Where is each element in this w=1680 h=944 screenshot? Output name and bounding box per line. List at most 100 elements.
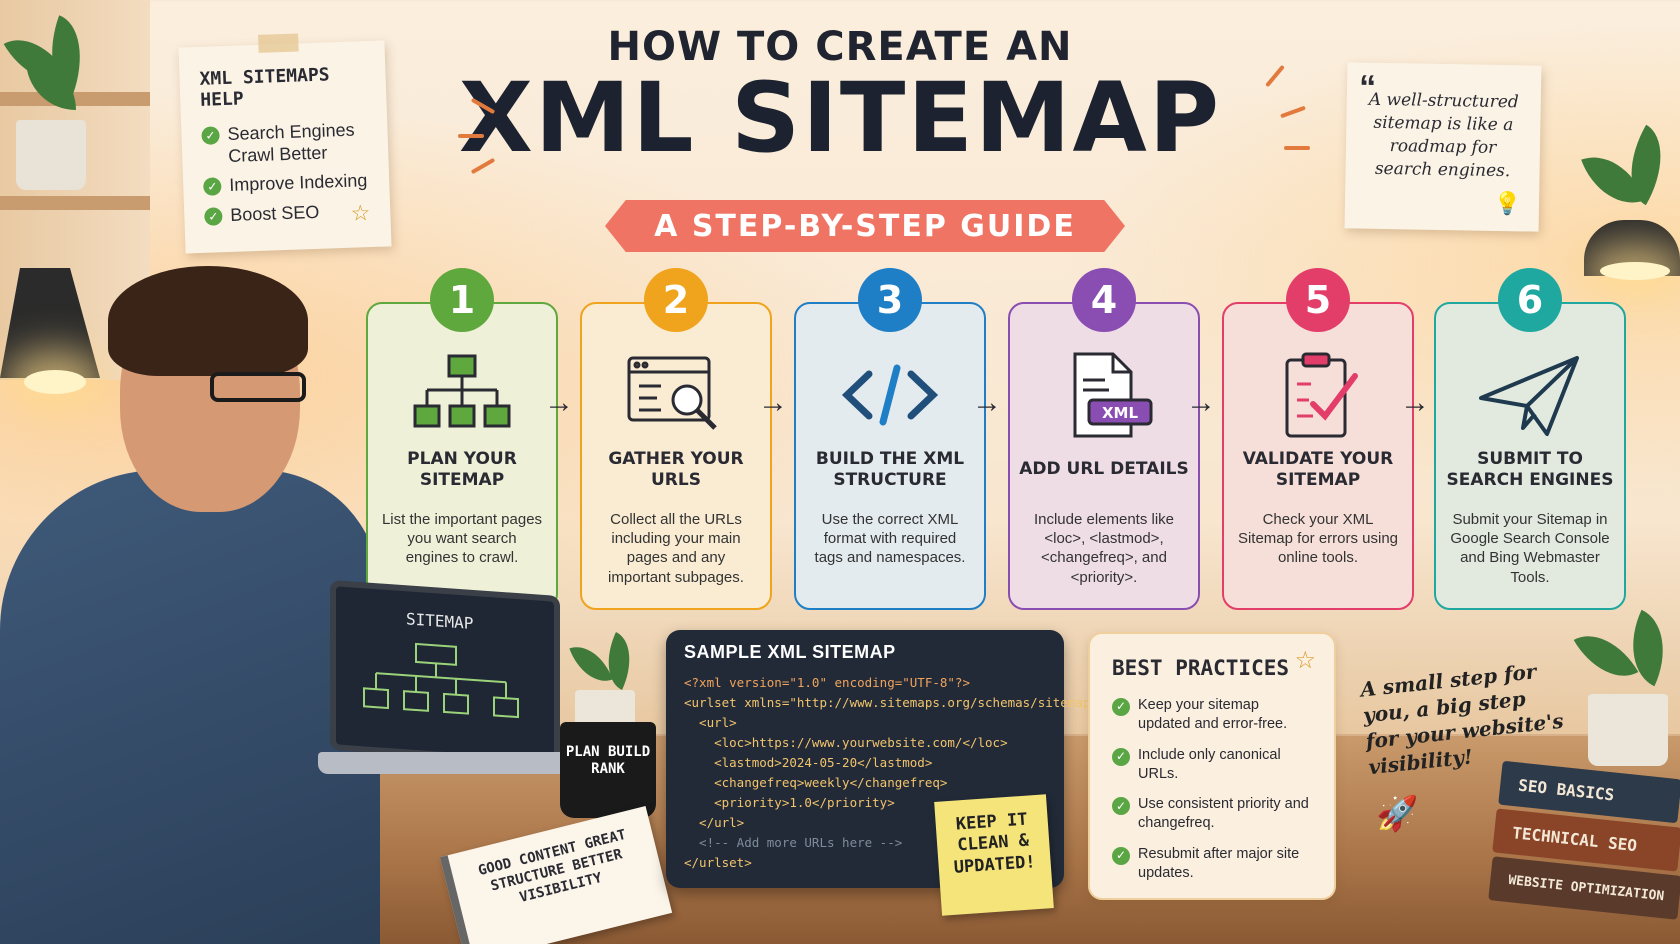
code-line: </urlset> bbox=[684, 855, 752, 870]
benefit-item: ✓ Boost SEO ☆ bbox=[204, 200, 371, 232]
svg-text:XML: XML bbox=[1102, 404, 1138, 422]
quote-note: “ A well-structured sitemap is like a ro… bbox=[1344, 62, 1542, 232]
quote-mark-icon: “ bbox=[1358, 68, 1377, 107]
sitemap-tree-icon bbox=[407, 350, 517, 440]
practice-item: ✓ Include only canonical URLs. bbox=[1112, 746, 1312, 784]
sample-xml-panel: SAMPLE XML SITEMAP <?xml version="1.0" e… bbox=[666, 630, 1136, 888]
check-icon: ✓ bbox=[1112, 747, 1130, 766]
laptop-label: SITEMAP bbox=[406, 609, 474, 633]
step-card: 1 PLAN YOUR SITEMAP List the important p… bbox=[366, 268, 558, 610]
potted-plant bbox=[560, 632, 650, 736]
step-title: PLAN YOUR SITEMAP bbox=[407, 448, 517, 490]
quote-text: A well-structured sitemap is like a road… bbox=[1368, 89, 1519, 181]
check-icon: ✓ bbox=[1112, 797, 1130, 816]
page-pretitle: HOW TO CREATE AN bbox=[607, 24, 1073, 70]
arrow-right-icon: → bbox=[972, 386, 1002, 419]
code-panel-title: SAMPLE XML SITEMAP bbox=[684, 642, 896, 662]
step-title: VALIDATE YOUR SITEMAP bbox=[1242, 448, 1394, 490]
step-description: Submit your Sitemap in Google Search Con… bbox=[1450, 511, 1610, 586]
step-card: 5 VALIDATE YOUR SITEMAP Check your XML S… bbox=[1222, 268, 1414, 610]
shelf-board bbox=[0, 196, 150, 210]
step-card: 6 SUBMIT TO SEARCH ENGINES Submit your S… bbox=[1434, 268, 1626, 610]
potted-plant bbox=[3, 15, 97, 190]
code-line: <!-- Add more URLs here --> bbox=[684, 835, 903, 850]
page-title: XML SITEMAP bbox=[458, 62, 1222, 174]
code-line: <?xml version="1.0" encoding="UTF-8"?> bbox=[684, 675, 970, 690]
practice-label: Use consistent priority and changefreq. bbox=[1138, 796, 1309, 832]
step-card: 2 GATHER YOUR URLS Collect all the URLs … bbox=[580, 268, 772, 610]
code-line: </url> bbox=[684, 815, 745, 830]
benefit-label: Improve Indexing bbox=[228, 170, 368, 196]
page-subtitle: A STEP-BY-STEP GUIDE bbox=[654, 208, 1076, 244]
check-icon: ✓ bbox=[203, 177, 222, 197]
coffee-mug: PLAN BUILD RANK bbox=[560, 722, 656, 818]
step-title: BUILD THE XML STRUCTURE bbox=[815, 448, 965, 490]
step-description: Include elements like <loc>, <lastmod>, … bbox=[1033, 511, 1175, 586]
benefit-label: Search Engines Crawl Better bbox=[227, 119, 355, 166]
shelf-board bbox=[0, 92, 150, 106]
benefit-item: ✓ Improve Indexing bbox=[203, 170, 370, 197]
benefit-item: ✓ Search Engines Crawl Better bbox=[201, 119, 368, 168]
practice-label: Keep your sitemap updated and error-free… bbox=[1138, 697, 1288, 732]
accent-dash bbox=[1284, 146, 1310, 150]
check-icon: ✓ bbox=[1112, 847, 1130, 866]
step-description: Collect all the URLs including your main… bbox=[608, 511, 744, 586]
code-line: <priority>1.0</priority> bbox=[684, 795, 895, 810]
browser-search-icon bbox=[621, 350, 731, 440]
laptop-screen: SITEMAP bbox=[330, 579, 560, 767]
step-number-badge: 5 bbox=[1286, 268, 1350, 332]
benefits-note: XML SITEMAPS HELP ✓ Search Engines Crawl… bbox=[178, 33, 392, 254]
practice-label: Resubmit after major site updates. bbox=[1138, 846, 1300, 881]
arrow-right-icon: → bbox=[1186, 386, 1216, 419]
practice-item: ✓ Resubmit after major site updates. bbox=[1112, 845, 1312, 883]
step-number-badge: 1 bbox=[430, 268, 494, 332]
step-card: 3 BUILD THE XML STRUCTURE Use the correc… bbox=[794, 268, 986, 610]
code-line: <changefreq>weekly</changefreq> bbox=[684, 775, 948, 790]
lightbulb-icon: 💡 bbox=[1493, 190, 1522, 217]
arrow-right-icon: → bbox=[1400, 386, 1430, 419]
step-title: ADD URL DETAILS bbox=[1019, 459, 1189, 480]
practice-item: ✓ Use consistent priority and changefreq. bbox=[1112, 795, 1312, 833]
step-description: Use the correct XML format with required… bbox=[814, 511, 966, 567]
step-card: 4 XML ADD URL DETAILS Include elements l… bbox=[1008, 268, 1200, 610]
step-description: Check your XML Sitemap for errors using … bbox=[1237, 511, 1399, 567]
sitemap-tree-icon bbox=[363, 642, 519, 719]
code-lines: <?xml version="1.0" encoding="UTF-8"?> <u… bbox=[684, 673, 1136, 873]
code-line: <lastmod>2024-05-20</lastmod> bbox=[684, 755, 933, 770]
step-number-badge: 4 bbox=[1072, 268, 1136, 332]
practice-item: ✓ Keep your sitemap updated and error-fre… bbox=[1112, 696, 1312, 734]
laptop-keyboard bbox=[318, 752, 588, 774]
rocket-icon: 🚀 bbox=[1376, 795, 1419, 833]
check-icon: ✓ bbox=[1112, 698, 1130, 716]
clipboard-check-icon bbox=[1263, 350, 1373, 440]
benefits-title: XML SITEMAPS HELP bbox=[199, 64, 330, 111]
accent-dash bbox=[458, 134, 484, 138]
lamp-glow bbox=[1600, 262, 1670, 280]
step-number-badge: 6 bbox=[1498, 268, 1562, 332]
step-description: List the important pages you want search… bbox=[381, 511, 543, 567]
person-illustration bbox=[0, 470, 380, 944]
paper-plane-icon bbox=[1475, 350, 1585, 440]
best-practices-panel: BEST PRACTICES ✓ Keep your sitemap update… bbox=[1088, 632, 1336, 900]
practice-label: Include only canonical URLs. bbox=[1138, 746, 1281, 782]
potted-plant bbox=[1573, 609, 1680, 766]
step-title: GATHER YOUR URLS bbox=[608, 448, 744, 490]
lamp-glow bbox=[24, 370, 86, 394]
xml-file-icon: XML bbox=[1049, 350, 1159, 440]
step-title: SUBMIT TO SEARCH ENGINES bbox=[1446, 448, 1614, 490]
step-number-badge: 3 bbox=[858, 268, 922, 332]
code-brackets-icon bbox=[835, 350, 945, 440]
best-practices-title: BEST PRACTICES bbox=[1112, 656, 1290, 680]
keep-clean-note: KEEP IT CLEAN & UPDATED! bbox=[934, 794, 1054, 916]
tape bbox=[258, 33, 299, 53]
check-icon: ✓ bbox=[204, 207, 223, 226]
benefit-label: Boost SEO bbox=[229, 201, 320, 225]
person-hair bbox=[108, 266, 308, 376]
code-line: <url> bbox=[684, 715, 737, 730]
arrow-right-icon: → bbox=[544, 386, 574, 419]
step-number-badge: 2 bbox=[644, 268, 708, 332]
code-line: <urlset xmlns="http://www.sitemaps.org/s… bbox=[684, 695, 1136, 710]
subtitle-ribbon: A STEP-BY-STEP GUIDE bbox=[605, 200, 1125, 252]
glasses-icon bbox=[210, 372, 306, 402]
arrow-right-icon: → bbox=[758, 386, 788, 419]
